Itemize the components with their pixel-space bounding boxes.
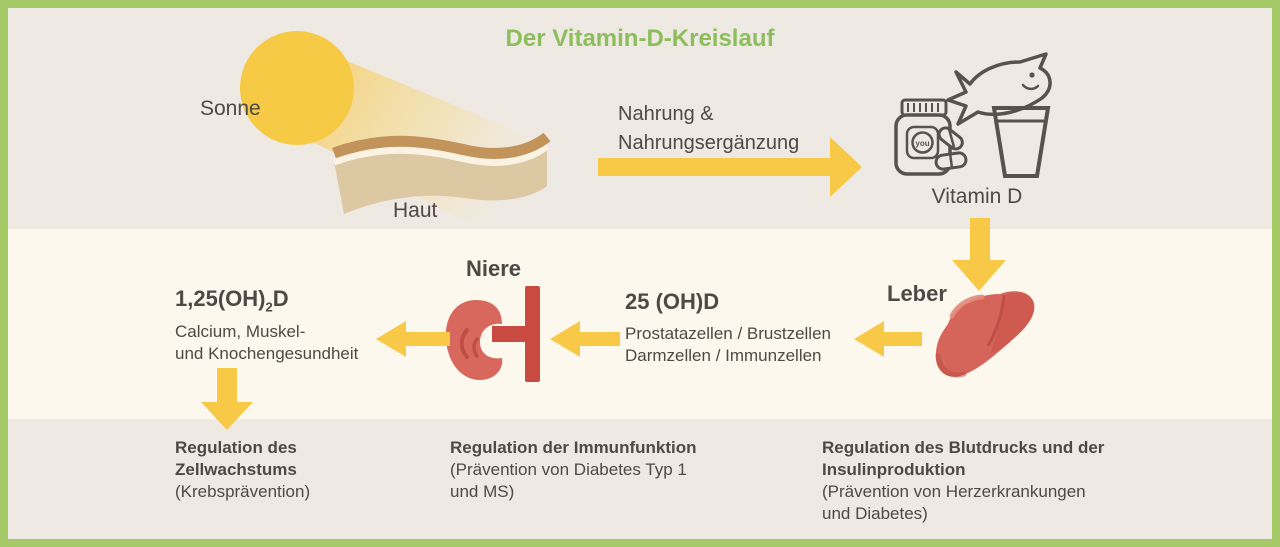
- arrow-cells-to-kidney: [550, 321, 620, 357]
- skin-label: Haut: [393, 199, 438, 222]
- outcome-immune: Regulation der Immunfunktion (Prävention…: [450, 437, 740, 503]
- infographic-graphics: you: [201, 31, 1052, 430]
- kidney-metabolite-post: D: [272, 286, 289, 311]
- outcome-blood-pressure-line1: Regulation des Blutdrucks und der: [822, 438, 1105, 457]
- arrow-effects-down: [201, 368, 253, 430]
- food-arrow-label-line1: Nahrung &: [618, 103, 714, 125]
- svg-text:you: you: [915, 139, 929, 148]
- outcome-cell-growth-line3: (Krebsprävention): [175, 482, 311, 501]
- fish-icon: [946, 52, 1052, 126]
- liver-metabolite-label: 25 (OH)D: [625, 289, 720, 314]
- food-arrow: [598, 137, 862, 197]
- effects-line1: Calcium, Muskel-: [175, 322, 306, 341]
- kidney-metabolite-pre: 1,25(OH): [175, 286, 266, 311]
- arrow-kidney-to-effects: [376, 321, 450, 357]
- sun-icon: [240, 31, 354, 145]
- water-glass-icon: [991, 106, 1051, 178]
- outcome-blood-pressure-line3: (Prävention von Herzerkrankungen: [822, 482, 1086, 501]
- liver-label: Leber: [887, 281, 947, 306]
- skin-layers-icon: [332, 132, 551, 214]
- liver-icon: [935, 291, 1035, 378]
- kidney-metabolite-label: 1,25(OH)2D: [175, 285, 289, 316]
- outcome-blood-pressure-line2: Insulinproduktion: [822, 460, 966, 479]
- outcome-cell-growth-line1: Regulation des: [175, 438, 297, 457]
- arrow-liver-to-cells: [854, 321, 922, 357]
- outcome-immune-line2: (Prävention von Diabetes Typ 1: [450, 460, 687, 479]
- supplement-jar-icon: you: [894, 98, 968, 176]
- vitamin-d-label: Vitamin D: [931, 185, 1023, 208]
- outcome-blood-pressure: Regulation des Blutdrucks und der Insuli…: [822, 437, 1122, 525]
- kidney-icon: [445, 286, 540, 382]
- kidney-label: Niere: [466, 256, 522, 281]
- sun-label: Sonne: [200, 97, 261, 120]
- kidney-metabolite-sub: 2: [265, 299, 273, 315]
- food-arrow-label: Nahrung & Nahrungsergänzung: [618, 100, 799, 158]
- food-arrow-label-line2: Nahrungsergänzung: [618, 132, 800, 154]
- outcome-immune-line1: Regulation der Immunfunktion: [450, 438, 697, 457]
- outcome-immune-line3: und MS): [450, 482, 515, 501]
- effects-label: Calcium, Muskel- und Knochengesundheit: [175, 321, 358, 365]
- outcome-cell-growth-line2: Zellwachstums: [175, 460, 297, 479]
- target-cells-line1: Prostatazellen / Brustzellen: [625, 324, 831, 343]
- arrow-down-to-liver: [952, 218, 1006, 291]
- outcome-cell-growth: Regulation des Zellwachstums (Krebspräve…: [175, 437, 405, 503]
- page-title: Der Vitamin-D-Kreislauf: [505, 25, 775, 52]
- outcome-blood-pressure-line4: und Diabetes): [822, 504, 928, 523]
- effects-line2: und Knochengesundheit: [175, 344, 359, 363]
- target-cells-label: Prostatazellen / Brustzellen Darmzellen …: [625, 323, 831, 367]
- target-cells-line2: Darmzellen / Immunzellen: [625, 346, 822, 365]
